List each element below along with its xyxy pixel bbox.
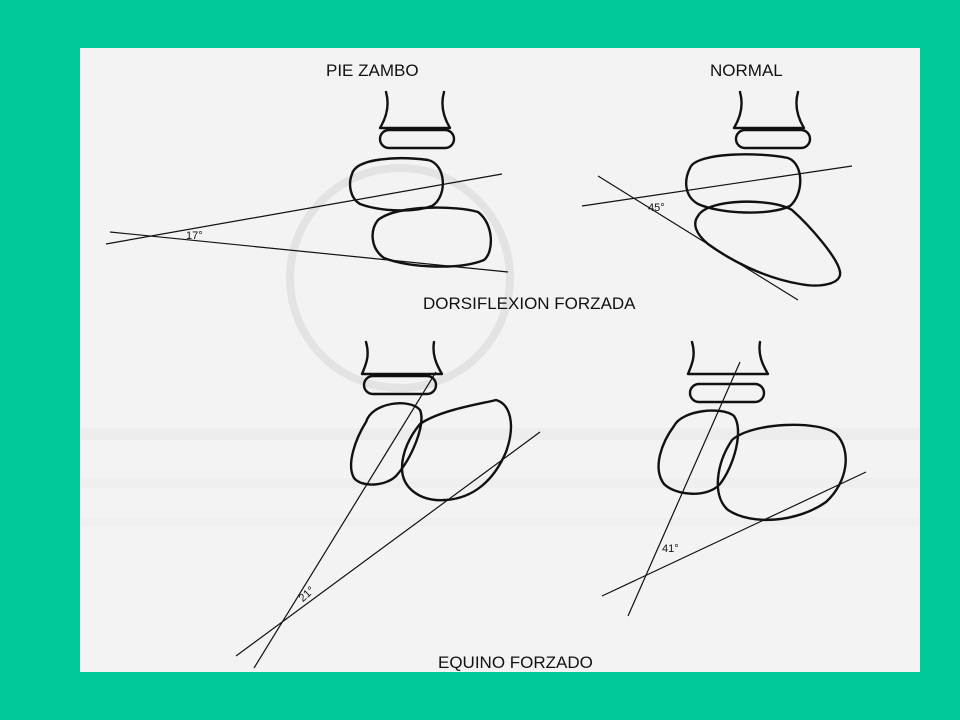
calcaneus-axis-line: [109, 231, 509, 273]
scan-ghost-circle: [286, 164, 514, 392]
calcaneus-outline: [400, 398, 513, 502]
talus-outline: [685, 153, 802, 214]
scan-ghost-band-3: [80, 518, 920, 526]
talus-outline: [348, 157, 445, 212]
scan-background: [80, 164, 920, 526]
talus-axis-line: [627, 361, 741, 617]
angle-label-clubfoot-dorsiflexion: 17°: [186, 230, 203, 242]
clubfoot-dorsiflexion-figure: 17°: [105, 90, 509, 273]
normal-dorsiflexion-figure: 45°: [581, 90, 853, 301]
calcaneus-outline: [371, 206, 492, 268]
tibia-outline: [360, 340, 444, 376]
angle-label-normal-equino: 41°: [662, 543, 679, 555]
label-dorsiflexion-forzada: DORSIFLEXION FORZADA: [423, 294, 636, 313]
talocalcaneal-angle-diagram: PIE ZAMBO NORMAL DORSIFLEXION FORZADA EQ…: [80, 61, 920, 672]
epiphysis-outline: [362, 374, 438, 396]
talus-axis-line: [253, 371, 437, 669]
calcaneus-outline: [694, 200, 842, 287]
talus-outline: [657, 409, 740, 495]
angle-label-clubfoot-equino: 21°: [297, 585, 317, 605]
calcaneus-axis-line: [235, 431, 541, 657]
epiphysis-outline: [734, 128, 812, 150]
calcaneus-axis-line: [597, 175, 799, 301]
tibia-outline: [686, 340, 770, 376]
angle-label-normal-dorsiflexion: 45°: [648, 202, 665, 214]
label-equino-forzado: EQUINO FORZADO: [438, 653, 593, 672]
talus-axis-line: [105, 173, 503, 245]
talus-outline: [349, 402, 423, 486]
clubfoot-equino-figure: 21°: [235, 340, 541, 669]
epiphysis-outline: [688, 382, 766, 404]
calcaneus-outline: [716, 423, 847, 521]
scan-ghost-band-1: [80, 428, 920, 440]
diagram-panel: PIE ZAMBO NORMAL DORSIFLEXION FORZADA EQ…: [80, 48, 920, 672]
tibia-outline: [378, 90, 452, 130]
label-normal: NORMAL: [710, 61, 783, 80]
normal-equino-figure: 41°: [601, 340, 867, 617]
scan-ghost-band-2: [80, 478, 920, 488]
calcaneus-axis-line: [601, 471, 867, 597]
label-pie-zambo: PIE ZAMBO: [326, 61, 419, 80]
talus-axis-line: [581, 165, 853, 207]
epiphysis-outline: [378, 128, 456, 150]
tibia-outline: [732, 90, 806, 130]
